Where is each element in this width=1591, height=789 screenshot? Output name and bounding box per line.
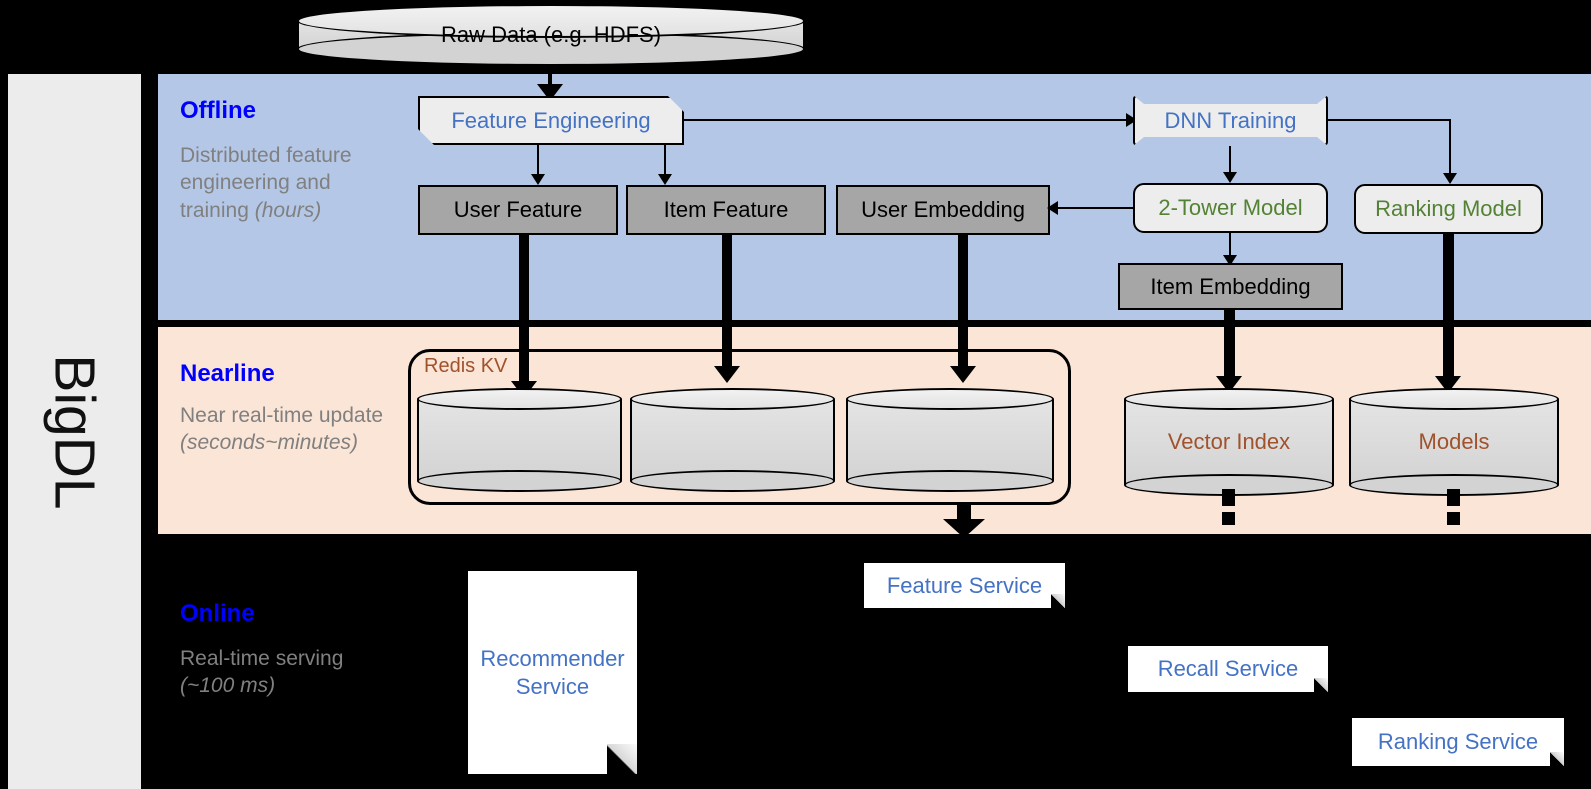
- cylinder-top: [630, 388, 835, 410]
- online-band-subtitle: Real-time serving (~100 ms): [180, 645, 370, 700]
- connector-dnn-to-twotower: [1229, 146, 1231, 175]
- arrow-twotower-to-itememb: [1223, 255, 1237, 266]
- cylinder-top: [1124, 388, 1334, 410]
- cylinder-body: [630, 399, 835, 481]
- recommender-service-doc[interactable]: Recommender Service: [468, 571, 637, 774]
- cylinder-top: [297, 4, 805, 38]
- nearline-subtitle-plain: Near real-time update: [180, 404, 384, 427]
- redis-kv-container: [408, 349, 1071, 505]
- pipe-itememb-to-vectorindex: [1224, 310, 1235, 385]
- connector-fe-to-userfeature: [537, 145, 539, 177]
- vector-index-cylinder[interactable]: Vector Index: [1124, 388, 1334, 496]
- cylinder-body: [846, 399, 1054, 481]
- pipe-models-seg2: [1447, 512, 1460, 525]
- online-band-title: Online: [180, 600, 255, 627]
- arrow-fe-to-dnn: [1126, 113, 1137, 127]
- ranking-service-doc[interactable]: Ranking Service: [1352, 718, 1564, 766]
- ranking-model-box[interactable]: Ranking Model: [1354, 184, 1543, 234]
- pipe-itemfeature-to-store: [722, 235, 732, 375]
- connector-fe-to-itemfeature: [664, 145, 666, 177]
- nearline-subtitle-italic: (seconds~minutes): [180, 431, 358, 455]
- models-label: Models: [1418, 429, 1490, 454]
- offline-subtitle-italic: (hours): [254, 198, 322, 222]
- connector-dnn-to-ranking-h: [1328, 119, 1451, 121]
- models-cylinder[interactable]: Models: [1349, 388, 1559, 496]
- offline-subtitle-plain: Distributed feature engineering and trai…: [180, 144, 352, 222]
- raw-data-label: Raw Data (e.g. HDFS): [440, 22, 662, 47]
- pipe-models-seg1: [1447, 489, 1460, 506]
- cylinder-top: [1349, 388, 1559, 410]
- feature-service-doc[interactable]: Feature Service: [864, 563, 1065, 608]
- user-embedding-store-cylinder[interactable]: [846, 388, 1054, 492]
- connector-dnn-to-ranking-v: [1449, 119, 1451, 176]
- nearline-band-title: Nearline: [180, 360, 275, 387]
- online-subtitle-italic: (~100 ms): [180, 674, 276, 698]
- pipe-vectorindex-seg2: [1222, 512, 1235, 525]
- arrow-dnn-to-twotower: [1223, 172, 1237, 183]
- pipe-userembedding-to-store: [958, 235, 968, 375]
- connector-fe-to-dnn: [684, 119, 1135, 121]
- connector-twotower-to-userembedding: [1055, 207, 1135, 209]
- item-feature-box[interactable]: Item Feature: [626, 185, 826, 235]
- user-feature-box[interactable]: User Feature: [418, 185, 618, 235]
- item-feature-store-cylinder[interactable]: [630, 388, 835, 492]
- offline-band-title: Offline: [180, 97, 256, 124]
- offline-band-subtitle: Distributed feature engineering and trai…: [180, 142, 375, 224]
- pipe-userfeature-to-store: [519, 235, 529, 390]
- user-feature-store-label: [417, 388, 622, 492]
- bigdl-label: BigDL: [42, 353, 107, 510]
- cylinder-top: [846, 388, 1054, 410]
- vector-index-label: Vector Index: [1167, 429, 1291, 454]
- arrow-twotower-to-userembedding: [1047, 201, 1058, 215]
- pipe-vectorindex-seg1: [1222, 489, 1235, 506]
- arrow-redis-to-featureservice: [943, 519, 985, 538]
- cylinder-body: [417, 399, 622, 481]
- feature-engineering-box[interactable]: Feature Engineering: [418, 96, 684, 145]
- nearline-band-subtitle: Near real-time update (seconds~minutes): [180, 402, 405, 457]
- pipe-ranking-to-models: [1443, 234, 1454, 385]
- recall-service-doc[interactable]: Recall Service: [1128, 646, 1328, 692]
- item-feature-store-label: [630, 388, 835, 492]
- cylinder-body: [1349, 399, 1559, 485]
- two-tower-model-box[interactable]: 2-Tower Model: [1133, 183, 1328, 233]
- connector-twotower-to-itememb: [1229, 233, 1231, 258]
- arrow-fe-to-itemfeature: [658, 174, 672, 185]
- arrow-itemfeature-to-store: [714, 366, 740, 383]
- online-subtitle-plain: Real-time serving: [180, 647, 344, 670]
- arrow-userembedding-to-store: [950, 366, 976, 383]
- bigdl-framework-rail: BigDL: [8, 74, 141, 789]
- user-embedding-box[interactable]: User Embedding: [836, 185, 1050, 235]
- user-embedding-store-label: [846, 388, 1054, 492]
- item-embedding-box[interactable]: Item Embedding: [1118, 263, 1343, 310]
- cylinder-top: [417, 388, 622, 410]
- pipe-redis-to-featureservice-seg: [957, 505, 971, 519]
- raw-data-cylinder: Raw Data (e.g. HDFS): [297, 4, 805, 66]
- arrow-dnn-to-ranking: [1443, 173, 1457, 184]
- user-feature-store-cylinder[interactable]: [417, 388, 622, 492]
- arrow-fe-to-userfeature: [531, 174, 545, 185]
- cylinder-body: [1124, 399, 1334, 485]
- cylinder-bottom: [846, 470, 1054, 492]
- connector-rawdata-to-fe: [548, 66, 552, 89]
- cylinder-bottom: [417, 470, 622, 492]
- cylinder-bottom: [630, 470, 835, 492]
- redis-kv-label: Redis KV: [424, 355, 508, 377]
